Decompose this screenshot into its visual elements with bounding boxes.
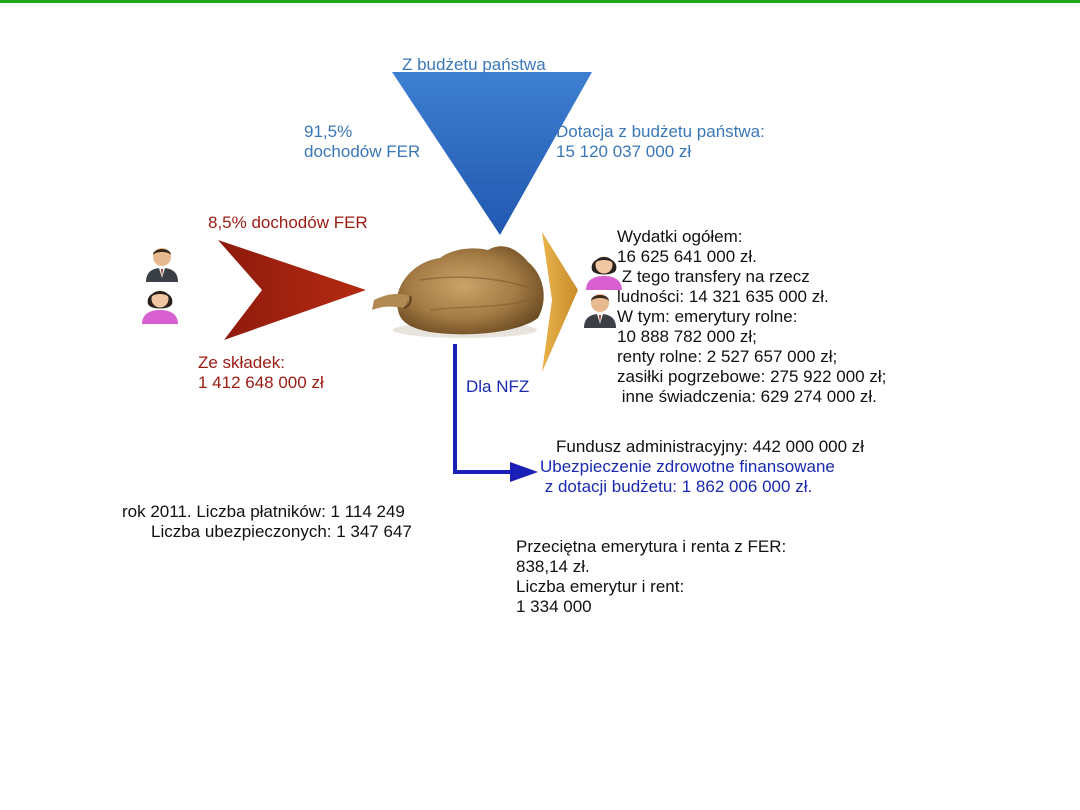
- woman-icon: [142, 290, 178, 324]
- spending-line: 10 888 782 000 zł;: [617, 327, 757, 346]
- businessman-icon: [146, 248, 178, 282]
- spending-line: ludności: 14 321 635 000 zł.: [617, 287, 829, 306]
- budget-grant-label: Dotacja z budżetu państwa:: [556, 122, 765, 141]
- woman-icon: [586, 256, 622, 290]
- budget-arrow: [392, 72, 592, 235]
- spending-line: renty rolne: 2 527 657 000 zł;: [617, 347, 838, 366]
- pension-count-label: Liczba emerytur i rent:: [516, 577, 685, 596]
- money-sack-icon: [372, 246, 544, 338]
- budget-grant-amount: 15 120 037 000 zł: [556, 142, 692, 161]
- top-divider: [0, 0, 1080, 3]
- health-insurance-amount: z dotacji budżetu: 1 862 006 000 zł.: [540, 477, 813, 496]
- avg-pension-label: Przeciętna emerytura i renta z FER:: [516, 537, 787, 556]
- budget-title: Z budżetu państwa: [402, 55, 546, 74]
- nfz-label: Dla NFZ: [466, 377, 530, 396]
- payers-count: rok 2011. Liczba płatników: 1 114 249: [122, 502, 405, 521]
- pension-count-value: 1 334 000: [516, 597, 592, 616]
- contributions-amount: 1 412 648 000 zł: [198, 373, 324, 392]
- spending-line: W tym: emerytury rolne:: [617, 307, 798, 326]
- avg-pension-amount: 838,14 zł.: [516, 557, 590, 576]
- spending-line: inne świadczenia: 629 274 000 zł.: [617, 387, 877, 406]
- health-insurance-label: Ubezpieczenie zdrowotne finansowane: [540, 457, 835, 476]
- spending-arrow: [542, 232, 578, 372]
- spending-line: zasiłki pogrzebowe: 275 922 000 zł;: [617, 367, 887, 386]
- nfz-arrow: [453, 344, 538, 482]
- businessman-icon: [584, 294, 616, 328]
- budget-share-label: dochodów FER: [304, 142, 421, 161]
- contributions-label: Ze składek:: [198, 353, 285, 372]
- budget-share-percent: 91,5%: [304, 122, 353, 141]
- spending-line: Z tego transfery na rzecz: [617, 267, 810, 286]
- insured-count: Liczba ubezpieczonych: 1 347 647: [151, 522, 412, 541]
- contributions-share: 8,5% dochodów FER: [208, 213, 368, 232]
- contributions-arrow: [218, 240, 366, 340]
- spending-line: 16 625 641 000 zł.: [617, 247, 757, 266]
- spending-line: Wydatki ogółem:: [617, 227, 743, 246]
- admin-fund: Fundusz administracyjny: 442 000 000 zł: [556, 437, 865, 456]
